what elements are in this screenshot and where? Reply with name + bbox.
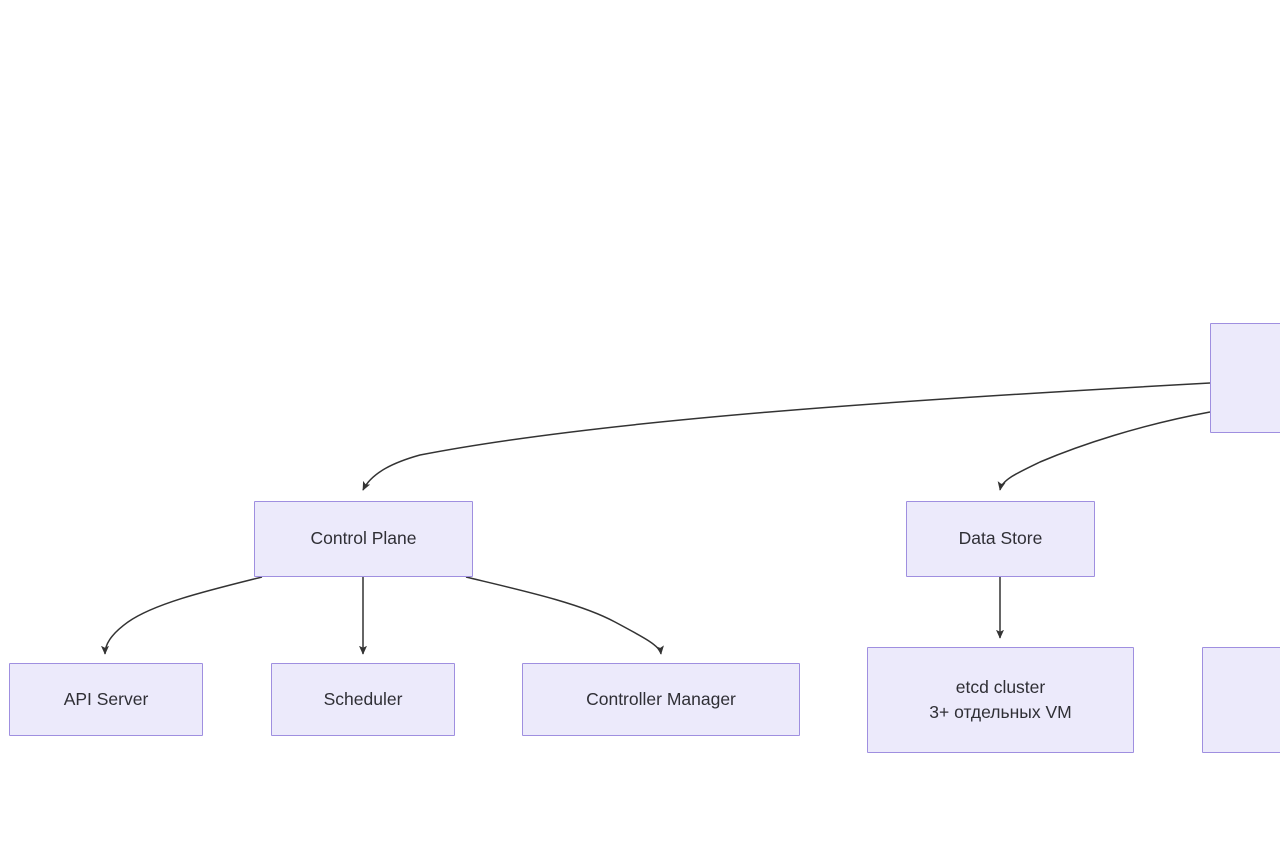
node-etcd-cluster-label-line1: etcd cluster: [955, 676, 1046, 697]
node-scheduler-label: Scheduler: [323, 688, 403, 709]
node-scheduler[interactable]: Scheduler: [271, 663, 455, 736]
edge-cluster-root-to-data-store: [997, 411, 1211, 491]
node-install[interactable]: уста: [1202, 647, 1280, 753]
node-etcd-cluster[interactable]: etcd cluster 3+ отдельных VM: [867, 647, 1134, 753]
node-api-server[interactable]: API Server: [9, 663, 203, 736]
edge-cluster-root-to-control-plane: [362, 382, 1211, 491]
node-cluster-root[interactable]: К Раз: [1210, 323, 1280, 433]
node-data-store-label: Data Store: [958, 528, 1043, 549]
edge-control-plane-to-api-server: [101, 576, 263, 655]
node-data-store[interactable]: Data Store: [906, 501, 1095, 577]
node-etcd-cluster-label-line2: 3+ отдельных VM: [929, 702, 1072, 722]
node-control-plane-label: Control Plane: [310, 528, 417, 549]
node-control-plane[interactable]: Control Plane: [254, 501, 473, 577]
node-controller-manager-label: Controller Manager: [586, 688, 736, 709]
node-controller-manager[interactable]: Controller Manager: [522, 663, 800, 736]
edge-control-plane-to-controller-manager: [465, 576, 664, 655]
node-api-server-label: API Server: [63, 688, 149, 709]
